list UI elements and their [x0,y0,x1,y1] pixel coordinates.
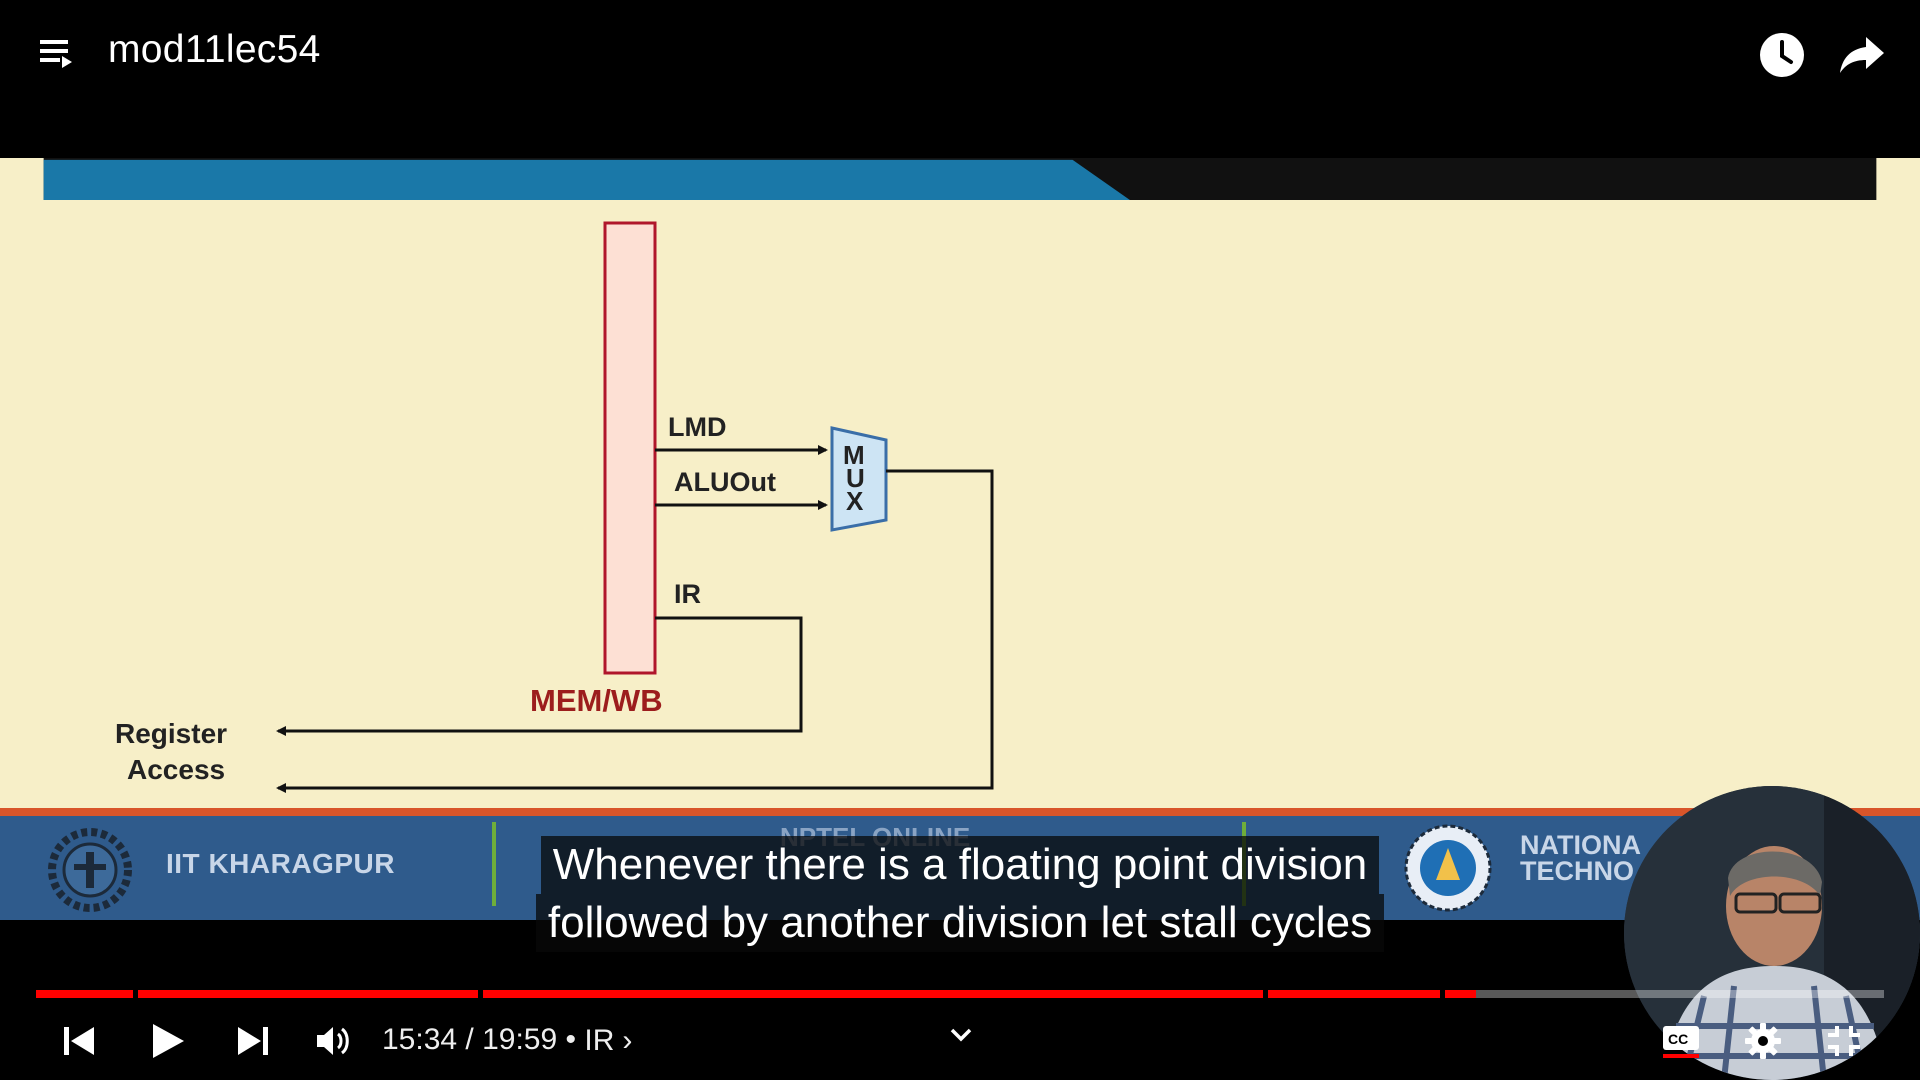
lmd-label: LMD [668,412,726,442]
chapter-bullet: • [557,1023,585,1057]
mux-label-u: U [846,463,865,493]
aluout-label: ALUOut [674,467,776,497]
mem-wb-label: MEM/WB [530,683,663,718]
footer-accent-line [0,808,1920,816]
mux-shape [830,426,888,532]
caption-line-2: followed by another division let stall c… [535,894,1385,952]
chapter-marker [1263,990,1268,998]
progress-played [36,990,1476,998]
skip-next-icon[interactable] [236,1024,270,1058]
video-frame[interactable]: LMD ALUOut IR M U X MEM/WB Register Acce… [0,158,1920,920]
clock-icon[interactable] [1758,31,1806,79]
register-label: Register [115,718,227,749]
footer-divider [492,822,496,906]
volume-icon[interactable] [314,1022,352,1060]
chapter-marker [1440,990,1445,998]
caption-line-1: Whenever there is a floating point divis… [540,836,1380,894]
chapter-chevron: › [622,1023,633,1057]
closed-captions-icon[interactable]: CC [1662,1024,1700,1058]
chapter-marker [133,990,138,998]
playlist-icon[interactable] [38,36,84,76]
share-icon[interactable] [1838,33,1888,77]
slide-header-band [43,158,1877,200]
ir-wire [276,616,803,736]
footer-national-line1: NATIONA [1520,830,1641,860]
chapter-label: IR [584,1023,615,1057]
time-display: 15:34 / 19:59 • IR› [382,1022,632,1058]
time-separator: / [457,1023,483,1057]
mux-label-x: X [846,486,864,516]
mem-wb-register [603,221,657,675]
video-title[interactable]: mod11lec54 [108,28,321,71]
duration: 19:59 [482,1023,558,1057]
footer-national-line2: TECHNO [1520,856,1634,886]
footer-iit-text: IIT KHARAGPUR [166,848,395,879]
pipeline-diagram: LMD ALUOut IR M U X MEM/WB Register Acce… [115,221,994,793]
ir-label: IR [674,579,701,609]
captions: Whenever there is a floating point divis… [0,836,1920,952]
svg-text:CC: CC [1668,1031,1688,1047]
access-label: Access [127,754,225,785]
nptel-seal-icon [1404,824,1492,912]
current-time: 15:34 [382,1023,458,1057]
top-bar: mod11lec54 [0,0,1920,110]
progress-bar[interactable] [36,990,1884,998]
play-icon[interactable] [150,1022,186,1060]
exit-fullscreen-icon[interactable] [1826,1024,1862,1058]
player-controls: 15:34 / 19:59 • IR› CC [0,1010,1920,1080]
chapter-title[interactable]: IR› [584,1023,633,1057]
iit-logo-icon [48,828,132,912]
gear-icon[interactable] [1744,1022,1782,1060]
mux-label-m: M [843,440,865,470]
chapter-marker [478,990,483,998]
skip-previous-icon[interactable] [62,1024,96,1058]
mux-output-wire [276,469,994,793]
chevron-down-icon[interactable] [948,1026,974,1044]
footer-national-text: NATIONA TECHNO [1520,830,1641,886]
